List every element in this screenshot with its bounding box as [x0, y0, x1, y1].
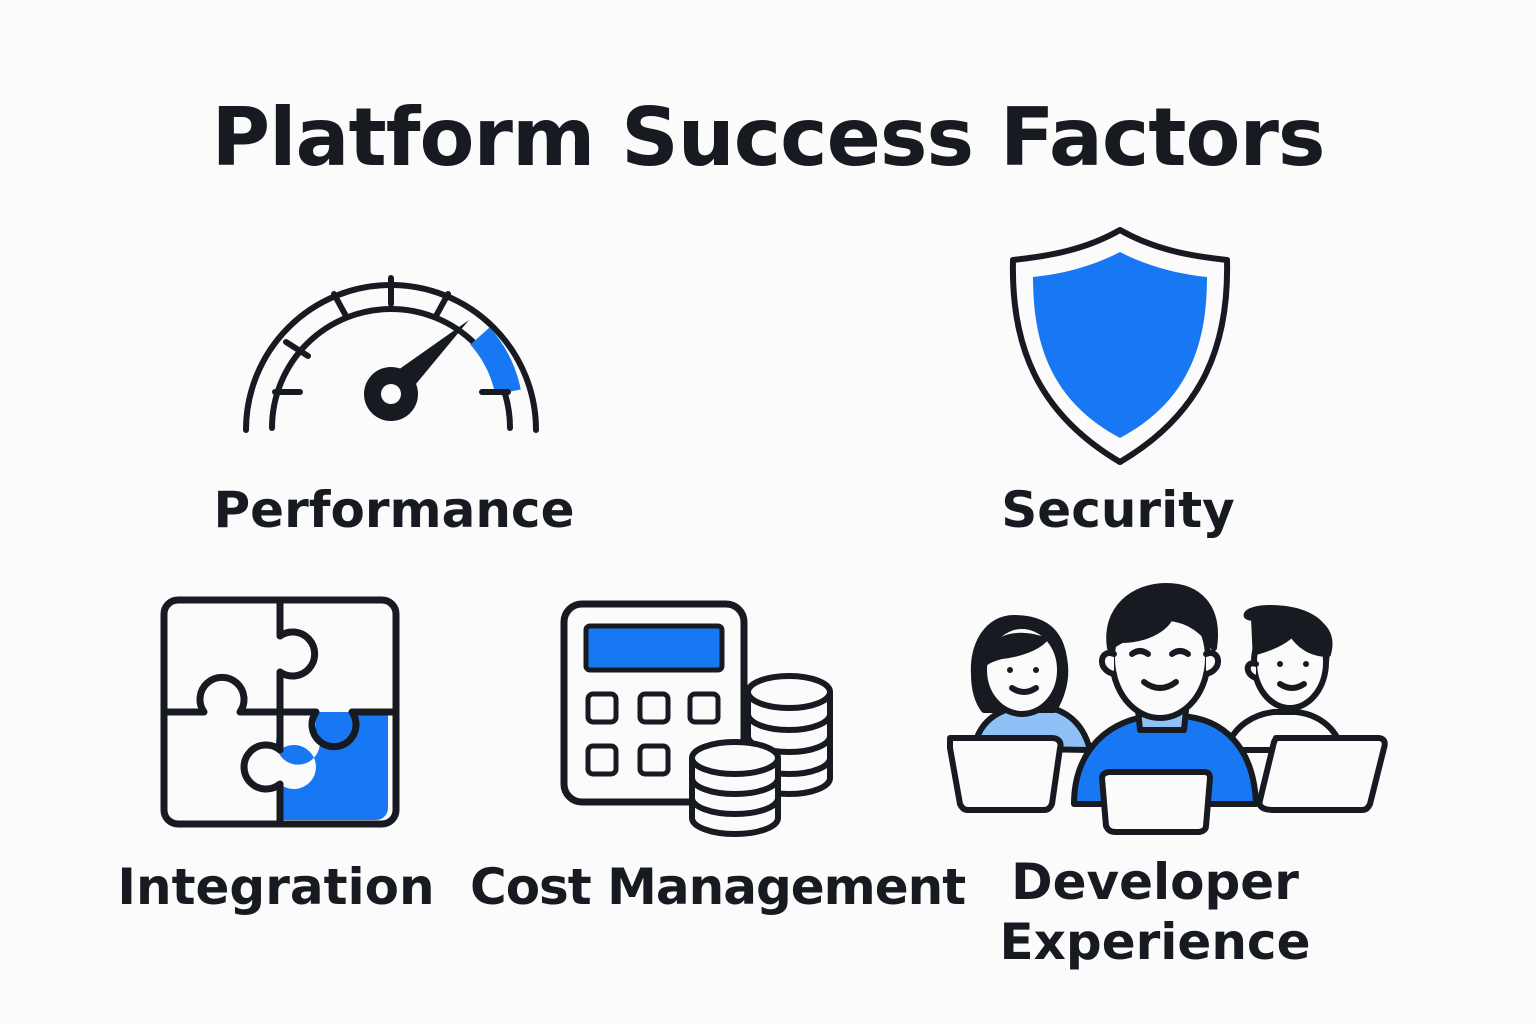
security-label: Security: [1001, 481, 1235, 539]
speedometer-icon: [243, 275, 539, 433]
shield-icon: [1009, 227, 1231, 465]
page-title: Platform Success Factors: [211, 91, 1325, 184]
integration-label: Integration: [117, 858, 435, 916]
developer-experience-label: Developer Experience: [999, 853, 1311, 971]
cost-management-label: Cost Management: [470, 858, 966, 916]
performance-label: Performance: [213, 481, 575, 539]
calculator-coins-icon: [560, 600, 833, 837]
puzzle-icon: [160, 596, 400, 828]
developers-team-icon: [947, 583, 1388, 835]
